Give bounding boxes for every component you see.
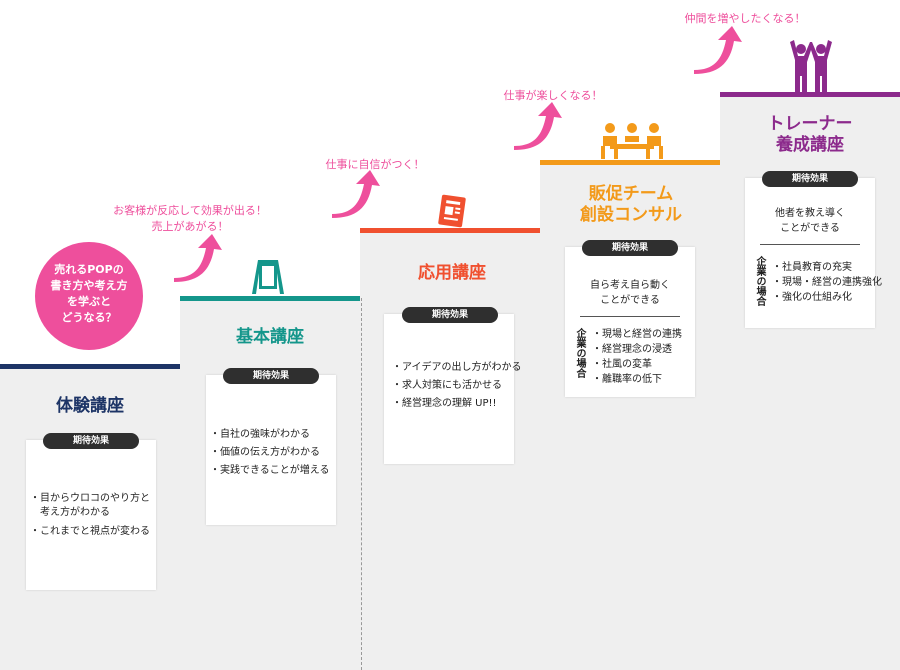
step-2-badge: 期待効果 xyxy=(223,368,319,384)
step-4-separator xyxy=(580,316,680,317)
dashed-divider xyxy=(361,298,362,670)
arrow-icon-4 xyxy=(694,26,742,74)
step-4-item-2: ・経営理念の浸透 xyxy=(592,344,672,355)
message-1: お客様が反応して効果が出る！ 売上があがる！ xyxy=(95,203,285,235)
arrow-icon-3 xyxy=(514,102,562,150)
bubble-line-3: を学ぶと xyxy=(67,295,111,308)
step-4-top-line-2: ことができる xyxy=(600,295,660,306)
step-2-title: 基本講座 xyxy=(236,327,304,347)
step-5-item-1: ・社員教育の充実 xyxy=(772,262,852,273)
step-2-item-1: ・自社の強味がわかる xyxy=(210,429,310,440)
step-4-item-1: ・現場と経営の連携 xyxy=(592,329,682,340)
message-4: 仲間を増やしたくなる！ xyxy=(684,12,806,25)
step-5-badge: 期待効果 xyxy=(762,171,858,187)
message-1-line-2: 売上があがる！ xyxy=(151,220,229,233)
arrow-icon-1 xyxy=(174,234,222,282)
step-4-item-4: ・離職率の低下 xyxy=(592,374,662,385)
step-3-title: 応用講座 xyxy=(418,263,486,283)
message-3: 仕事が楽しくなる！ xyxy=(503,89,603,102)
step-4-card xyxy=(565,247,695,397)
step-5-title: トレーナー 養成講座 xyxy=(735,114,885,157)
step-4-top-text: 自ら考え自ら動く ことができる xyxy=(565,278,695,308)
a-board-sign-icon xyxy=(252,260,284,294)
step-1-item-1: ・目からウロコのやり方と xyxy=(30,493,150,504)
step-1-badge: 期待効果 xyxy=(43,433,139,449)
step-2-card xyxy=(206,375,336,525)
step-line-5 xyxy=(720,92,900,97)
message-1-line-1: お客様が反応して効果が出る！ xyxy=(113,204,267,217)
step-4-side-label: 企業の場合 xyxy=(574,328,585,378)
step-4-title-line-2: 創設コンサル xyxy=(580,205,682,226)
step-line-1 xyxy=(0,364,180,369)
step-3-badge: 期待効果 xyxy=(402,307,498,323)
cheering-people-icon xyxy=(790,40,832,92)
document-icon xyxy=(438,194,466,228)
step-5-separator xyxy=(760,244,860,245)
step-5-title-line-2: 養成講座 xyxy=(776,135,844,156)
step-5-title-line-1: トレーナー xyxy=(767,114,853,134)
step-5-item-3: ・強化の仕組み化 xyxy=(772,292,852,303)
intro-bubble xyxy=(35,242,143,350)
step-line-3 xyxy=(360,228,540,233)
bubble-line-4: どうなる？ xyxy=(61,311,117,324)
step-5-top-line-1: 他者を教え導く xyxy=(775,208,845,219)
step-5-top-line-2: ことができる xyxy=(780,223,840,234)
step-3-item-1: ・アイデアの出し方がわかる xyxy=(392,362,522,373)
step-5-side-label: 企業の場合 xyxy=(754,256,765,306)
arrow-icon-2 xyxy=(332,170,380,218)
step-1-title: 体験講座 xyxy=(56,396,124,416)
step-2-item-3: ・実践できることが増える xyxy=(210,465,330,476)
stair-step-4 xyxy=(540,162,720,670)
step-1-item-3: ・これまでと視点が変わる xyxy=(30,526,150,537)
step-4-top-line-1: 自ら考え自ら動く xyxy=(590,280,670,291)
step-1-card xyxy=(26,440,156,590)
step-3-item-3: ・経営理念の理解 UP!! xyxy=(392,398,497,409)
bubble-line-2: 書き方や考え方 xyxy=(50,279,128,292)
step-5-card xyxy=(745,178,875,328)
meeting-table-icon xyxy=(601,123,663,159)
intro-bubble-text: 売れるPOPの 書き方や考え方 を学ぶと どうなる？ xyxy=(35,262,143,326)
step-3-card xyxy=(384,314,514,464)
step-5-top-text: 他者を教え導く ことができる xyxy=(745,206,875,236)
step-4-title: 販促チーム 創設コンサル xyxy=(556,184,706,227)
step-2-item-2: ・価値の伝え方がわかる xyxy=(210,447,320,458)
step-line-4 xyxy=(540,160,720,165)
step-5-item-2: ・現場・経営の連携強化 xyxy=(772,277,882,288)
bubble-line-1: 売れるPOPの xyxy=(54,263,124,276)
step-line-2 xyxy=(180,296,360,301)
step-4-badge: 期待効果 xyxy=(582,240,678,256)
step-1-item-2: 考え方がわかる xyxy=(30,507,110,518)
step-3-item-2: ・求人対策にも活かせる xyxy=(392,380,502,391)
step-4-item-3: ・社風の変革 xyxy=(592,359,652,370)
message-2: 仕事に自信がつく！ xyxy=(325,158,425,171)
step-4-title-line-1: 販促チーム xyxy=(588,184,674,204)
